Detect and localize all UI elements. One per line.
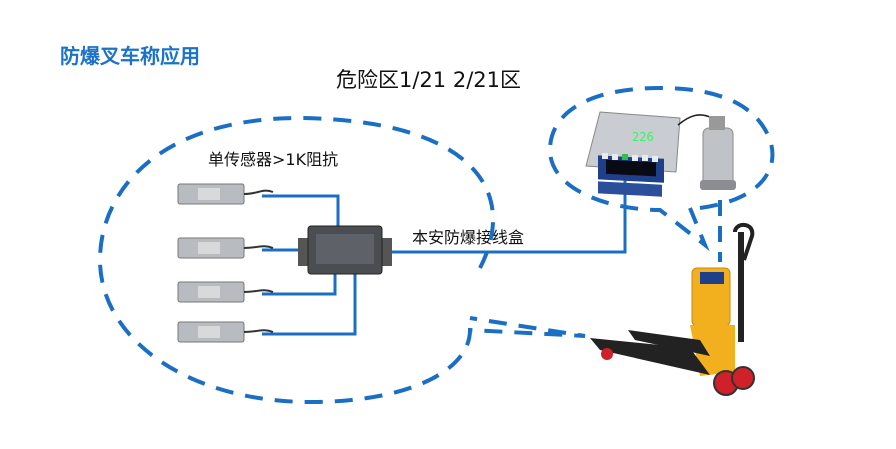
load-cell [177, 321, 274, 343]
junction-box-label: 本安防爆接线盒 [412, 228, 525, 247]
indicator-callout-bubble [547, 85, 775, 252]
load-cell-label: 单传感器>1K阻抗 [208, 150, 339, 169]
load-cell [177, 281, 274, 303]
diagram-title: 防爆叉车称应用 [60, 44, 200, 68]
load-cells [177, 183, 274, 343]
weighing-indicator: 226 [585, 111, 736, 197]
hazard-zone-label: 危险区1/21 2/21区 [336, 68, 521, 92]
indicator-display: 226 [632, 130, 654, 144]
scale-pallet-truck [590, 223, 755, 396]
load-cell-callout-bubble [97, 115, 586, 405]
junction-box [298, 225, 392, 275]
wiring [262, 178, 627, 336]
load-cell [177, 183, 274, 205]
load-cell [177, 237, 274, 259]
